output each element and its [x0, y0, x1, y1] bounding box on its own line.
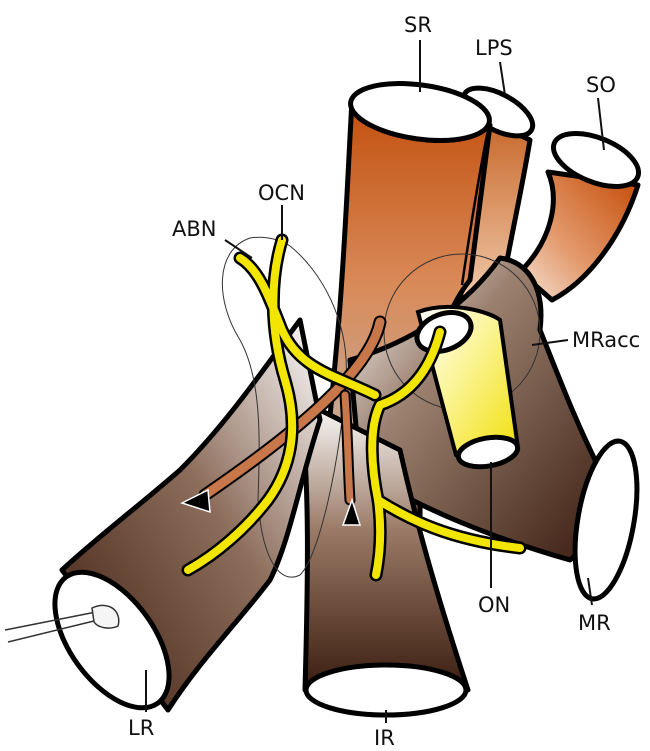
label-ocn: OCN — [258, 181, 305, 205]
inferior-rectus-end — [306, 665, 466, 715]
label-sr: SR — [404, 13, 432, 37]
label-so: SO — [586, 73, 616, 97]
label-lr: LR — [128, 716, 154, 740]
label-on: ON — [478, 593, 510, 617]
label-abn: ABN — [172, 217, 216, 241]
label-lps: LPS — [475, 36, 513, 60]
label-mracc: MRacc — [572, 328, 640, 352]
label-mr: MR — [578, 611, 611, 635]
label-ir: IR — [374, 726, 395, 750]
superior-oblique-muscle — [520, 172, 638, 300]
